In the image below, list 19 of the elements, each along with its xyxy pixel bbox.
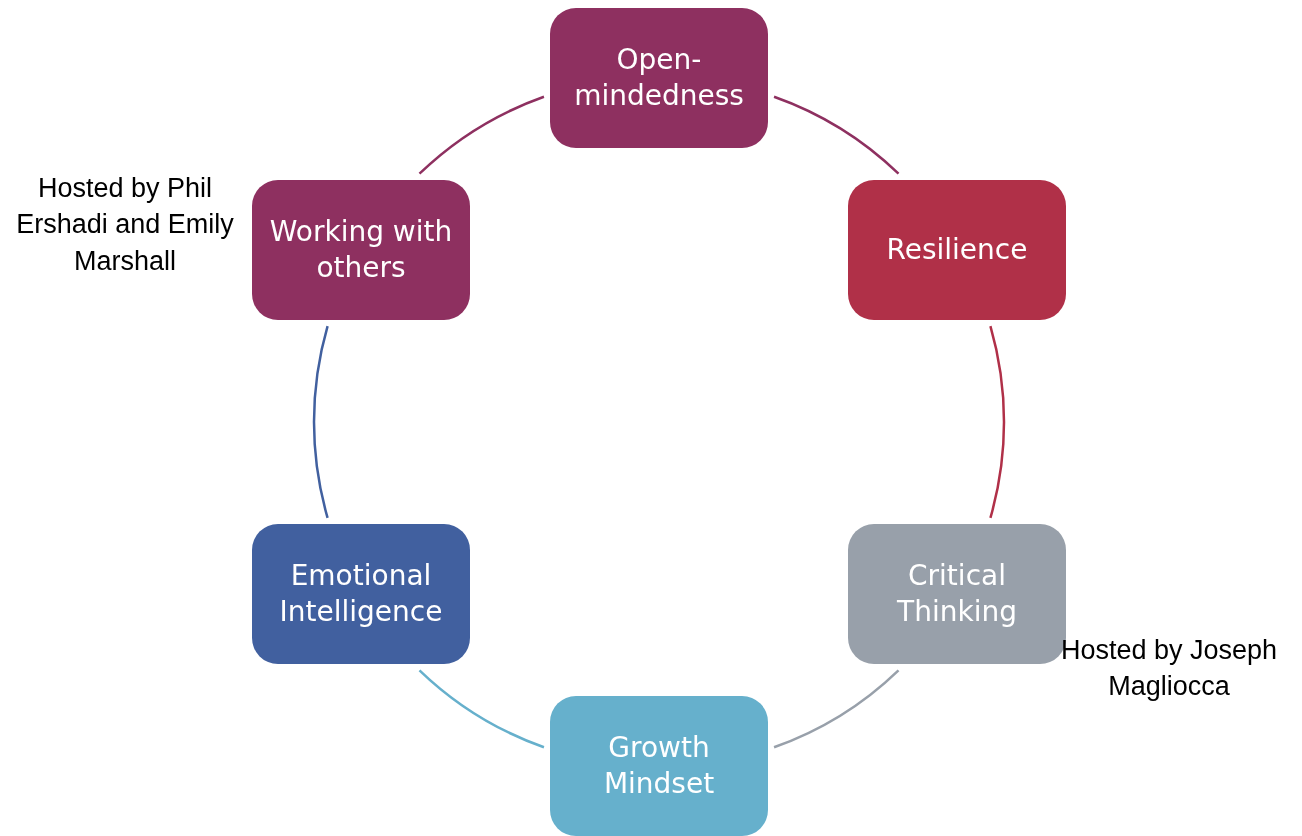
node-label: Growth Mindset [602,729,716,802]
connector-arc [313,325,329,519]
process-box [550,8,768,148]
connector-arc [989,325,1005,519]
process-box [252,524,470,664]
connector-arc [418,95,545,175]
connector-arc [773,95,900,175]
connector-arc [773,669,900,749]
process-box [550,696,768,836]
host-note: Hosted by Joseph Magliocca [1059,634,1279,704]
process-box [252,180,470,320]
node-label: Emotional Intelligence [278,557,444,630]
process-box [848,180,1066,320]
node-label: Resilience [886,231,1028,268]
connector-arc [418,669,545,749]
node-label: Open-mindedness [573,41,745,114]
node-label: Critical Thinking [896,557,1018,630]
node-label: Working with others [268,213,454,286]
host-note: Hosted by Phil Ershadi and Emily Marshall [15,172,235,278]
